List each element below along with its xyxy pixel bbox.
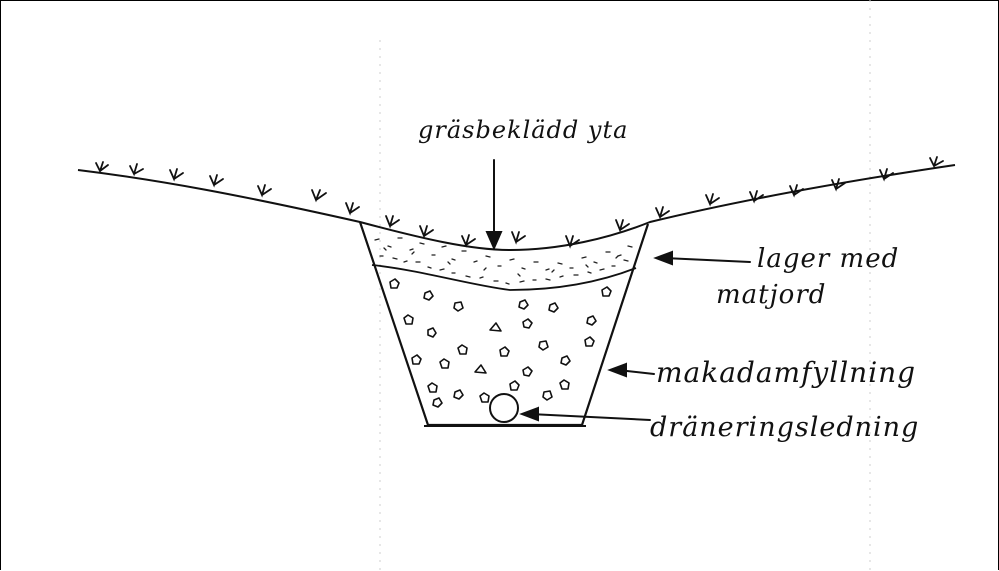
- grass-arrow-head: [487, 232, 501, 248]
- topsoil-texture: [375, 238, 632, 284]
- topsoil-arrow-shaft: [664, 258, 750, 262]
- label-drain-pipe: dräneringsledning: [650, 412, 919, 443]
- topsoil-boundary: [372, 265, 636, 290]
- grass-tufts: [96, 157, 943, 246]
- macadam-arrow-head: [610, 364, 626, 376]
- topsoil-arrow-head: [656, 252, 672, 264]
- label-macadam: makadamfyllning: [656, 356, 916, 389]
- label-topsoil-line2: matjord: [716, 280, 826, 310]
- drain-arrow-shaft: [530, 414, 650, 420]
- drain-arrow-head: [522, 408, 538, 420]
- label-topsoil-line1: lager med: [757, 244, 899, 274]
- label-grass-surface: gräsbeklädd yta: [418, 116, 628, 144]
- drain-pipe: [490, 394, 518, 422]
- macadam-stones: [390, 279, 611, 407]
